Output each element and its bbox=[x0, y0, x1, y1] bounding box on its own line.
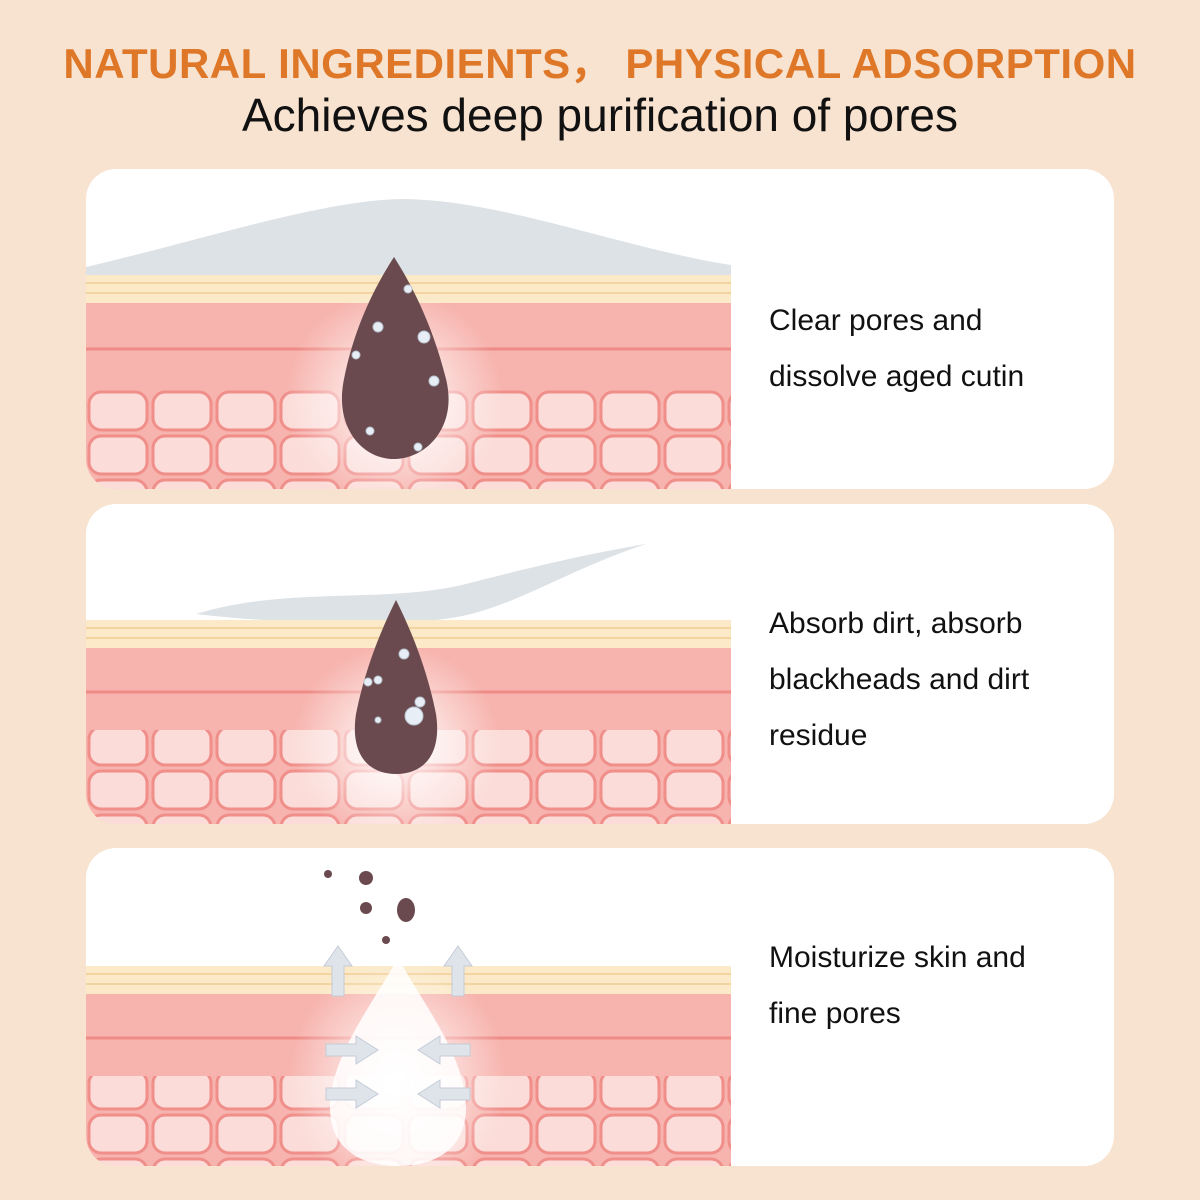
caption-line: residue bbox=[769, 719, 868, 752]
skin-pore-illustration-2 bbox=[86, 544, 731, 824]
step-caption-3: Moisturize skin and fine pores bbox=[769, 930, 1089, 1042]
step-caption-1: Clear pores and dissolve aged cutin bbox=[769, 293, 1089, 405]
caption-line: Absorb dirt, absorb bbox=[769, 607, 1023, 640]
caption-line: fine pores bbox=[769, 997, 901, 1030]
step-card-3: Moisturize skin and fine pores bbox=[86, 848, 1114, 1166]
caption-line: dissolve aged cutin bbox=[769, 360, 1025, 393]
subhead: Achieves deep purification of pores bbox=[242, 89, 958, 141]
headline: NATURAL INGREDIENTS， PHYSICAL ADSORPTION bbox=[63, 40, 1137, 87]
skin-pore-illustration-1 bbox=[86, 199, 731, 489]
skin-pore-illustration-3 bbox=[86, 870, 731, 1166]
step-caption-2: Absorb dirt, absorb blackheads and dirt … bbox=[769, 596, 1089, 764]
step-card-2: Absorb dirt, absorb blackheads and dirt … bbox=[86, 504, 1114, 824]
caption-line: Moisturize skin and bbox=[769, 941, 1026, 974]
caption-line: Clear pores and bbox=[769, 304, 983, 337]
caption-line: blackheads and dirt bbox=[769, 663, 1030, 696]
step-card-1: Clear pores and dissolve aged cutin bbox=[86, 169, 1114, 489]
